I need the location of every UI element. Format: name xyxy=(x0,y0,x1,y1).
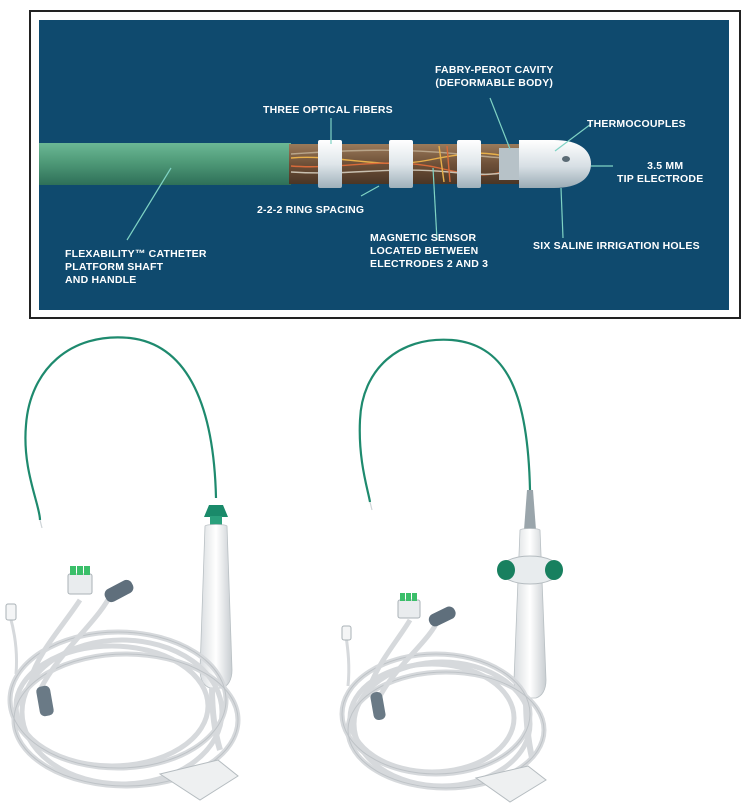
catheter-wire-right xyxy=(358,338,532,503)
irrigation-hole xyxy=(562,156,570,162)
connector-green-right xyxy=(397,599,421,619)
connector-grey-left xyxy=(104,579,134,603)
label-magnetic-sensor: MAGNETIC SENSOR LOCATED BETWEEN ELECTROD… xyxy=(370,232,489,270)
label-three-optical-fibers: THREE OPTICAL FIBERS xyxy=(263,104,393,116)
ring-electrode-2 xyxy=(389,140,413,188)
label-ring-spacing: 2-2-2 RING SPACING xyxy=(257,204,365,216)
handle-left xyxy=(199,524,233,689)
ring-electrode-1 xyxy=(318,140,342,188)
hub-left xyxy=(204,505,228,517)
label-tip-electrode: 3.5 MM TIP ELECTRODE xyxy=(617,160,704,185)
leader-lines xyxy=(126,97,613,241)
catheter-tip-illustration xyxy=(39,97,613,241)
catheter-product-photos xyxy=(0,330,746,807)
catheter-wire-left xyxy=(24,336,218,521)
catheter-left xyxy=(5,336,241,801)
label-thermocouples: THERMOCOUPLES xyxy=(587,118,686,130)
label-fabry-perot-cavity: FABRY-PEROT CAVITY (DEFORMABLE BODY) xyxy=(435,64,554,89)
catheter-right xyxy=(339,338,563,803)
label-flexability-shaft: FLEXABILITY™ CATHETER PLATFORM SHAFT AND… xyxy=(65,248,207,286)
cable-splitter-left xyxy=(158,759,239,801)
handle-right xyxy=(513,528,547,699)
tip-electrode xyxy=(519,140,591,188)
diagram-frame: FABRY-PEROT CAVITY (DEFORMABLE BODY) THR… xyxy=(29,10,741,319)
connector-green-left xyxy=(67,573,93,595)
connector-grey-right xyxy=(428,606,456,627)
catheter-photos-illustration xyxy=(5,336,563,803)
cable-splitter-right xyxy=(474,765,547,803)
ring-electrode-3 xyxy=(457,140,481,188)
catheter-tip-diagram: FABRY-PEROT CAVITY (DEFORMABLE BODY) THR… xyxy=(39,20,729,310)
label-saline-irrigation-holes: SIX SALINE IRRIGATION HOLES xyxy=(533,240,700,252)
